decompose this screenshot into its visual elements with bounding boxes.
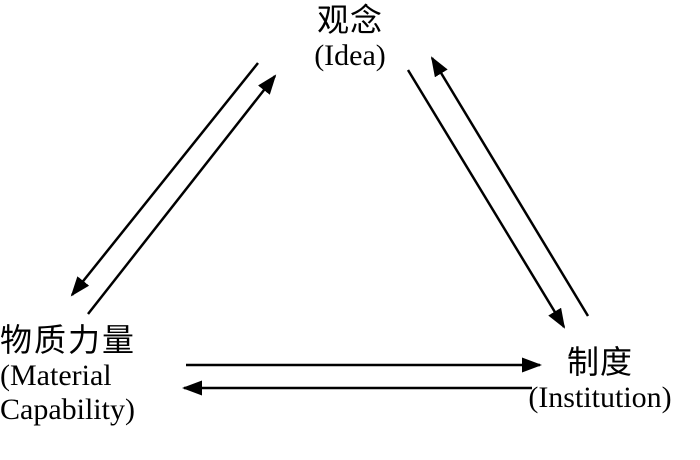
node-material-en-label-line1: (Material (0, 358, 112, 392)
node-institution-zh-label: 制度 (566, 343, 633, 381)
node-material-en-label-line2: Capability) (0, 393, 135, 427)
node-institution: 制度 (Institution) (500, 344, 700, 415)
node-material-zh-label: 物质力量 (0, 321, 137, 359)
node-idea: 观念 (Idea) (275, 2, 425, 73)
arrow-idea-to-institution (406, 69, 566, 329)
node-idea-zh-label: 观念 (316, 1, 383, 39)
node-institution-en-label: (Institution) (528, 380, 672, 414)
arrow-institution-to-idea (430, 56, 590, 317)
arrow-material-to-idea (87, 74, 277, 315)
node-material-capability: 物质力量 (Material Capability) (0, 322, 190, 428)
arrow-idea-to-material (70, 62, 259, 297)
node-idea-en-label: (Idea) (314, 38, 386, 72)
